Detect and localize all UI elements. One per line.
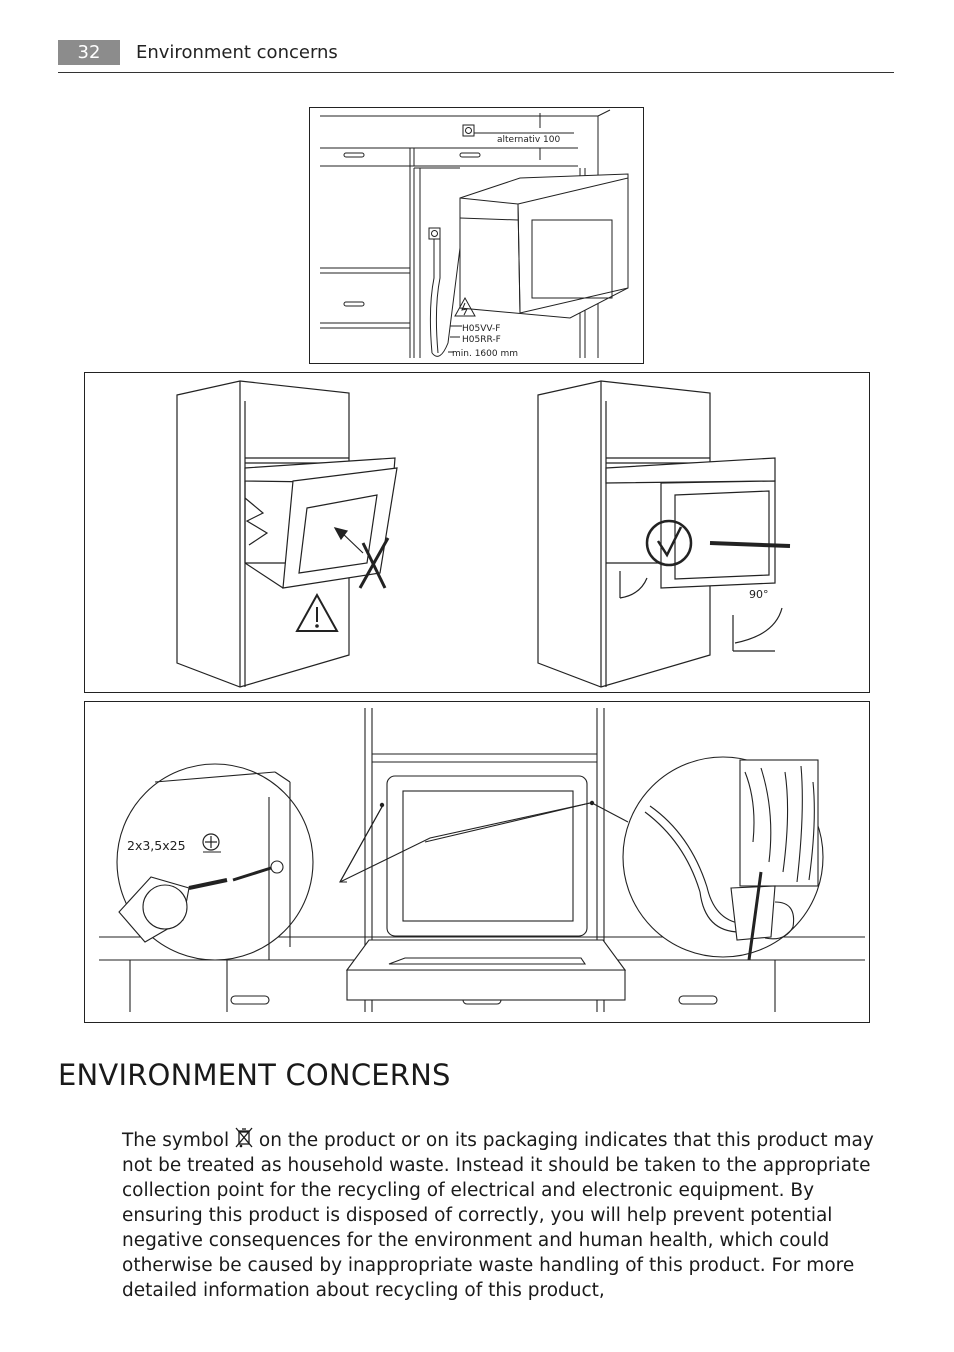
header-section-title: Environment concerns: [136, 42, 338, 63]
cable-diagram-svg: alternativ 100 H05VV-F H05RR-F min. 1600…: [320, 109, 629, 359]
cable-type-label-1: H05VV-F: [462, 324, 500, 334]
check-circle-icon: [645, 519, 693, 567]
paragraph-start: The symbol: [122, 1130, 230, 1151]
environment-paragraph: The symbol on the product or on its pack…: [122, 1127, 882, 1303]
installation-diagram-cable: alternativ 100 H05VV-F H05RR-F min. 1600…: [309, 107, 644, 364]
cable-length-label: min. 1600 mm: [452, 349, 518, 359]
angle-label: 90°: [749, 588, 769, 601]
installation-diagram-insertion: 90°: [84, 372, 870, 693]
page-number: 32: [58, 40, 120, 65]
warning-triangle-icon: [295, 592, 339, 632]
crossed-out-wheelie-bin-icon: [235, 1127, 253, 1149]
page-header: 32 Environment concerns: [58, 40, 894, 73]
cable-type-label-2: H05RR-F: [462, 335, 501, 345]
paragraph-rest: on the product or on its packaging indic…: [122, 1130, 874, 1301]
screw-diagram-svg: 2x3,5x25: [99, 708, 865, 1012]
screw-size-label: 2x3,5x25: [127, 838, 186, 853]
section-heading: ENVIRONMENT CONCERNS: [58, 1058, 451, 1092]
phillips-screw-icon: [202, 833, 221, 853]
electric-warning-icon: [461, 302, 468, 316]
alternativ-label: alternativ 100: [497, 135, 561, 145]
installation-diagram-screw: 2x3,5x25: [84, 701, 870, 1023]
insertion-diagram-svg: 90°: [176, 380, 791, 688]
